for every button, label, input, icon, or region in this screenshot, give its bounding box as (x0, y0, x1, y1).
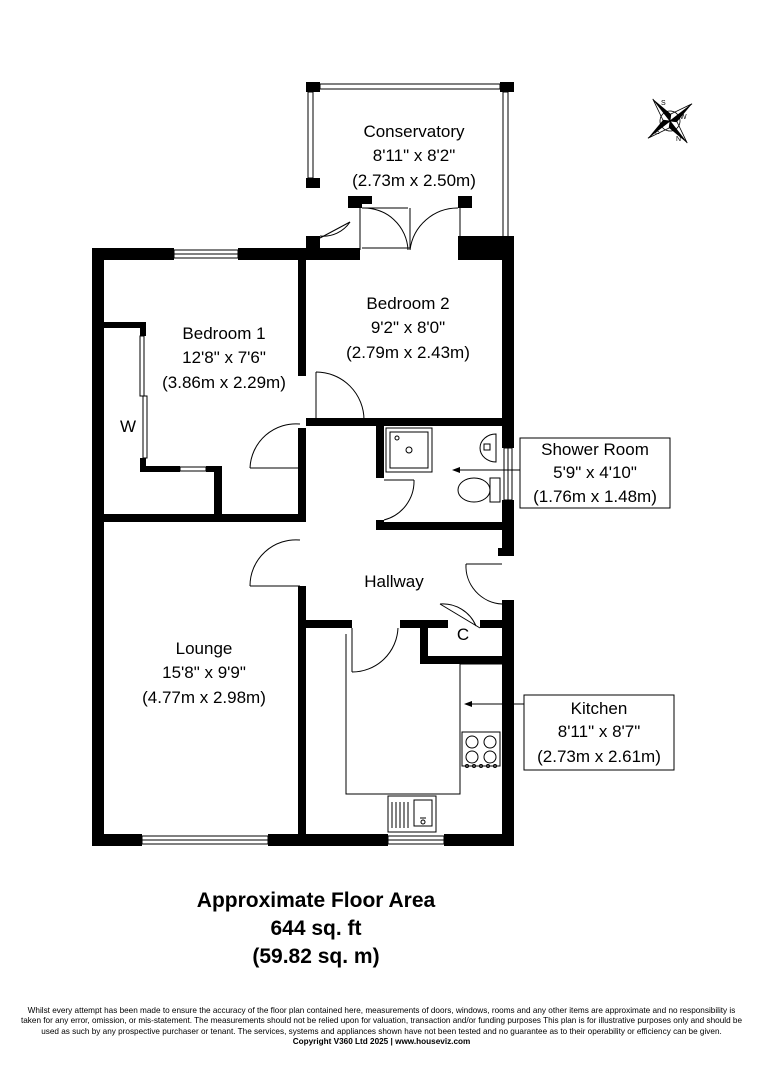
oven-controls-icon (465, 764, 497, 768)
hob-icon (461, 731, 501, 767)
conservatory-metric: (2.73m x 2.50m) (352, 171, 476, 190)
bedroom1-name: Bedroom 1 (182, 324, 265, 343)
kitchen-imperial: 8'11" x 8'7" (558, 722, 641, 741)
kitchen-callout: Kitchen 8'11" x 8'7" (2.73m x 2.61m) (464, 694, 675, 771)
floor-area-title: Approximate Floor Area (197, 889, 436, 912)
shower-tray (385, 427, 433, 473)
svg-text:N: N (676, 136, 681, 143)
worktop-outline (345, 634, 504, 795)
cupboard-marker: C (457, 625, 469, 644)
disclaimer: Whilst every attempt has been made to en… (20, 1006, 743, 1048)
conservatory-imperial: 8'11" x 8'2" (373, 146, 456, 165)
windows (141, 249, 513, 845)
floor-area-sqm: (59.82 sq. m) (252, 945, 379, 968)
bedroom1-metric: (3.86m x 2.29m) (162, 373, 286, 392)
svg-text:S: S (661, 100, 666, 107)
compass-icon (647, 98, 693, 144)
shower-imperial: 5'9" x 4'10" (553, 463, 637, 482)
doors (249, 207, 503, 673)
floor-area-sqft: 644 sq. ft (270, 917, 361, 940)
copyright-text: Copyright V360 Ltd 2025 | www.houseviz.c… (292, 1037, 471, 1047)
shower-head-icon (394, 435, 400, 441)
shower-name: Shower Room (541, 440, 649, 459)
lounge-metric: (4.77m x 2.98m) (142, 688, 266, 707)
kitchen-name: Kitchen (571, 699, 628, 718)
wardrobe-marker: W (120, 417, 136, 436)
toilet-icon (489, 477, 501, 503)
compass-letters: S W E N (655, 100, 687, 143)
bedroom2-name: Bedroom 2 (366, 294, 449, 313)
kitchen-metric: (2.73m x 2.61m) (537, 747, 661, 766)
exterior-walls (92, 82, 514, 846)
interior-walls (92, 248, 514, 834)
shower-metric: (1.76m x 1.48m) (533, 487, 657, 506)
basin-icon (479, 433, 497, 463)
conservatory-name: Conservatory (363, 122, 465, 141)
bedroom1-imperial: 12'8" x 7'6" (182, 348, 266, 367)
bedroom2-imperial: 9'2" x 8'0" (371, 318, 445, 337)
disclaimer-text: Whilst every attempt has been made to en… (20, 1006, 743, 1036)
lounge-imperial: 15'8" x 9'9" (162, 663, 246, 682)
bedroom2-metric: (2.79m x 2.43m) (346, 343, 470, 362)
shower-callout: Shower Room 5'9" x 4'10" (1.76m x 1.48m) (452, 437, 671, 509)
shower-fixtures (385, 427, 501, 503)
svg-text:E: E (655, 129, 660, 136)
hallway-name: Hallway (364, 572, 424, 591)
svg-text:W: W (680, 114, 687, 121)
floor-area-summary: Approximate Floor Area 644 sq. ft (59.82… (197, 889, 436, 968)
sink-icon (387, 795, 437, 833)
room-labels: Conservatory 8'11" x 8'2" (2.73m x 2.50m… (120, 122, 476, 707)
wardrobe-doors (139, 335, 207, 472)
drainer-icon (391, 802, 409, 828)
conservatory-glazing (307, 83, 509, 250)
kitchen-fixtures (345, 634, 504, 833)
lounge-name: Lounge (176, 639, 233, 658)
